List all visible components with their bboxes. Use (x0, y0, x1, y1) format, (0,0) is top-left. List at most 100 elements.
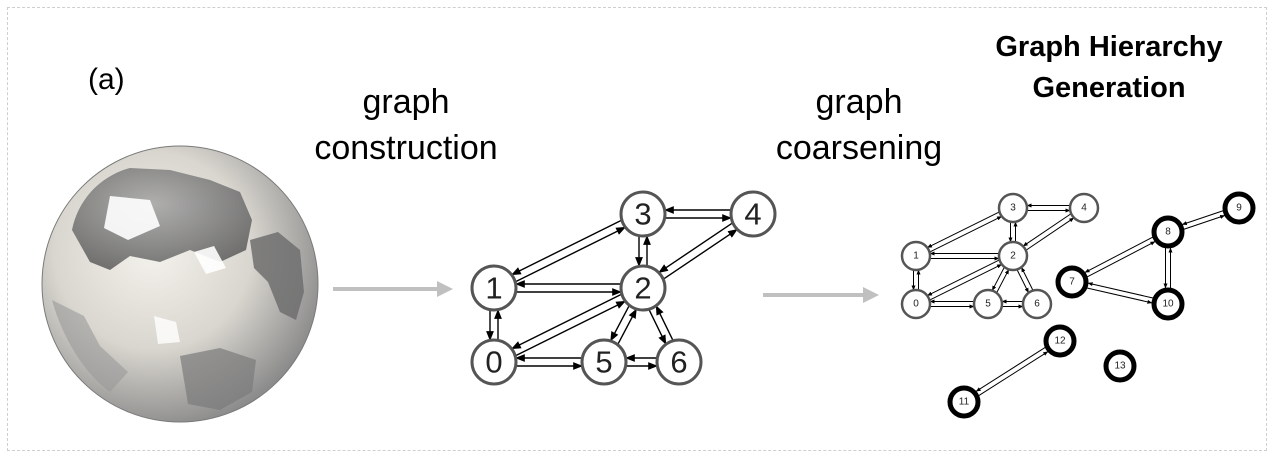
fine-edge-4-2-forward (1022, 213, 1072, 247)
fine-node-1: 1 (900, 240, 932, 272)
fine-node-5-label: 5 (985, 299, 991, 310)
fine-node-1-circle (900, 240, 932, 272)
coarse-edge-11-12-forward (978, 351, 1049, 396)
node-5-circle (580, 338, 628, 386)
fine-node-2: 2 (997, 240, 1029, 272)
coarse-node-12: 12 (1043, 324, 1077, 358)
graph-construction: 0 1 2 3 4 5 6 (470, 190, 777, 386)
coarse-edge-8-7-forward (1084, 236, 1153, 273)
edge-1-3-forward (515, 226, 626, 283)
node-3-label: 3 (634, 197, 651, 232)
fine-edge-5-2-backward (991, 267, 1005, 291)
fine-node-4-circle (1068, 192, 1100, 224)
coarse-node-9-circle (1222, 191, 1256, 225)
node-4-circle (729, 190, 777, 238)
node-0-circle (470, 338, 518, 386)
fine-node-0: 0 (900, 288, 932, 320)
coarse-node-8-label: 8 (1165, 227, 1171, 238)
coarse-node-8-circle (1151, 215, 1185, 249)
coarse-node-8: 8 (1151, 215, 1185, 249)
fine-edge-0-2-forward (929, 264, 1003, 301)
fine-node-0-label: 0 (913, 299, 919, 310)
fine-node-6: 6 (1021, 288, 1053, 320)
coarse-edge-8-9-backward (1181, 210, 1224, 225)
coarse-edge-11-12-backward (975, 347, 1046, 392)
figure-border (7, 7, 1267, 451)
coarse-node-11: 11 (947, 385, 981, 419)
coarse-edge-8-7-backward (1087, 241, 1156, 278)
fine-node-3-label: 3 (1010, 203, 1016, 214)
title-line-1: Graph Hierarchy (995, 31, 1222, 63)
coarse-node-11-circle (947, 385, 981, 419)
fine-node-2-circle (997, 240, 1029, 272)
coarse-node-13-circle (1103, 349, 1137, 383)
fine-edge-1-3-forward (929, 216, 1003, 253)
step2-line-2: coarsening (776, 129, 942, 167)
coarse-edge-7-10-backward (1087, 282, 1154, 299)
coarse-edge-8-9-forward (1183, 215, 1226, 230)
arrow-coarsening (763, 287, 879, 303)
coarse-edge-7-10-forward (1086, 287, 1153, 304)
edge-1-3-backward (511, 219, 622, 276)
coarse-node-13-label: 13 (1114, 361, 1126, 372)
node-1: 1 (470, 264, 518, 312)
node-0-label: 0 (485, 345, 502, 380)
node-6: 6 (655, 338, 703, 386)
fine-edge-4-2-backward (1025, 217, 1075, 251)
node-2: 2 (619, 264, 667, 312)
step2-line-1: graph (816, 83, 903, 121)
node-4: 4 (729, 190, 777, 238)
node-2-circle (619, 264, 667, 312)
step1-line-1: graph (363, 83, 450, 121)
fine-node-2-label: 2 (1010, 251, 1016, 262)
node-5-label: 5 (595, 345, 612, 380)
fine-node-4: 4 (1068, 192, 1100, 224)
fine-edge-1-3-backward (926, 211, 1000, 248)
step1-line-2: construction (314, 129, 497, 167)
fine-node-3: 3 (997, 192, 1029, 224)
coarse-node-10-circle (1151, 287, 1185, 321)
node-6-circle (655, 338, 703, 386)
fine-node-5-circle (972, 288, 1004, 320)
fine-node-0-circle (900, 288, 932, 320)
coarse-node-12-circle (1043, 324, 1077, 358)
coarse-node-12-label: 12 (1054, 336, 1066, 347)
node-3: 3 (619, 190, 667, 238)
node-0: 0 (470, 338, 518, 386)
edge-5-2-forward (617, 308, 637, 345)
sphere-mesh-image (41, 145, 319, 423)
panel-label: (a) (88, 63, 125, 96)
fine-node-6-circle (1021, 288, 1053, 320)
edge-0-2-backward (511, 293, 622, 350)
fine-edge-6-2-forward (1021, 266, 1034, 291)
edge-5-2-backward (610, 305, 630, 342)
node-1-label: 1 (485, 271, 502, 306)
fine-node-4-label: 4 (1081, 203, 1087, 214)
fine-edge-0-2-backward (926, 259, 1000, 296)
edge-6-2-forward (655, 305, 674, 341)
coarse-node-11-label: 11 (959, 397, 970, 408)
fine-node-6-label: 6 (1034, 299, 1040, 310)
node-2-label: 2 (634, 271, 651, 306)
coarse-node-10-label: 10 (1162, 299, 1174, 310)
arrow-construction (333, 281, 453, 297)
fine-node-5: 5 (972, 288, 1004, 320)
edge-0-2-forward (515, 300, 626, 357)
node-3-circle (619, 190, 667, 238)
title-line-2: Generation (1032, 72, 1185, 104)
fine-edge-5-2-forward (996, 269, 1010, 293)
coarse-node-7: 7 (1055, 265, 1089, 299)
node-4-label: 4 (744, 197, 761, 232)
node-6-label: 6 (670, 345, 687, 380)
coarse-node-7-circle (1055, 265, 1089, 299)
coarse-node-9-label: 9 (1236, 203, 1242, 214)
fine-node-1-label: 1 (913, 251, 919, 262)
node-1-circle (470, 264, 518, 312)
edge-4-2-forward (658, 222, 733, 273)
coarse-node-7-label: 7 (1069, 277, 1075, 288)
coarse-node-9: 9 (1222, 191, 1256, 225)
fine-node-3-circle (997, 192, 1029, 224)
